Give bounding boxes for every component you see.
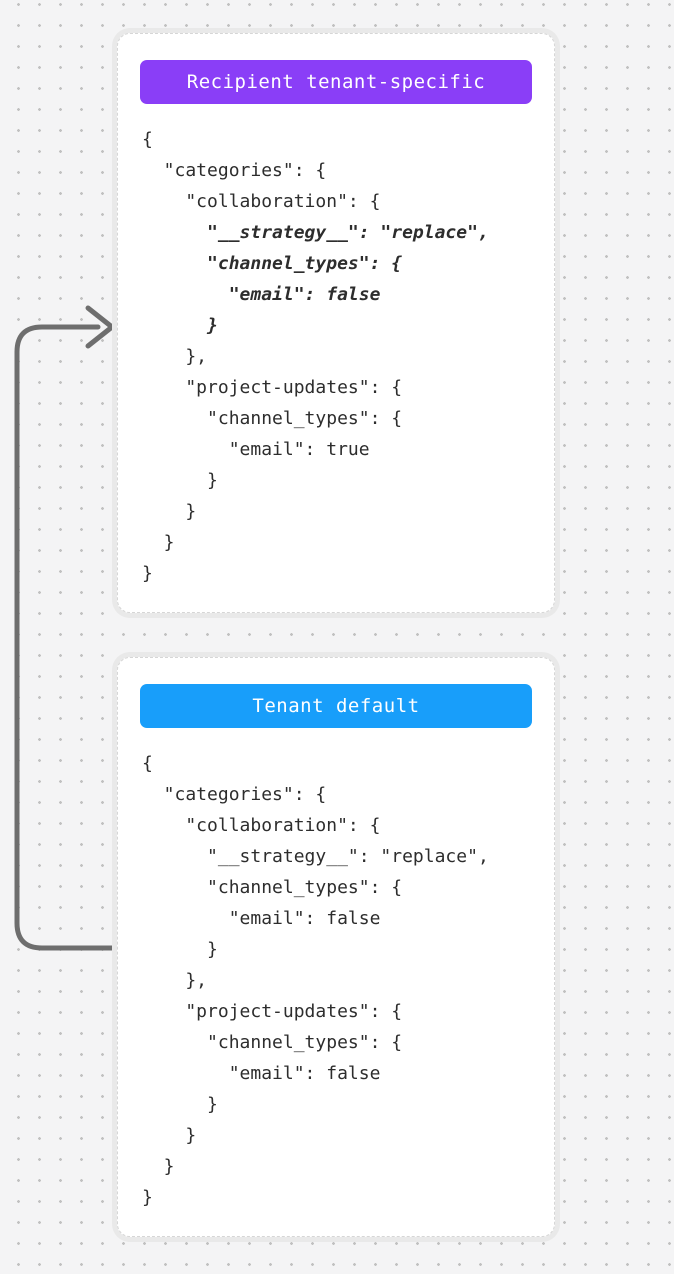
code-line: "email": false [142, 1063, 381, 1084]
recipient-tenant-specific-badge: Recipient tenant-specific [140, 60, 532, 104]
code-line: } [142, 1187, 153, 1208]
code-line: { [142, 753, 153, 774]
code-line: "project-updates": { [142, 377, 403, 398]
recipient-tenant-specific-card: Recipient tenant-specific { "categories"… [117, 33, 555, 613]
code-line: } [142, 563, 153, 584]
code-line: }, [142, 346, 208, 367]
code-line: } [142, 1125, 197, 1146]
code-line: { [142, 129, 153, 150]
code-line: } [142, 501, 197, 522]
recipient-tenant-specific-json: { "categories": { "collaboration": { "__… [140, 124, 532, 589]
code-line: "collaboration": { [142, 191, 381, 212]
code-line: "channel_types": { [142, 408, 403, 429]
code-line: "email": false [142, 908, 381, 929]
code-line: } [142, 470, 218, 491]
code-line: } [142, 532, 175, 553]
code-line: "channel_types": { [142, 253, 403, 274]
code-line: "categories": { [142, 784, 327, 805]
tenant-default-json: { "categories": { "collaboration": { "__… [140, 748, 532, 1213]
code-line: "email": true [142, 439, 370, 460]
code-line: "channel_types": { [142, 1032, 403, 1053]
code-line: "channel_types": { [142, 877, 403, 898]
tenant-default-badge: Tenant default [140, 684, 532, 728]
code-line: } [142, 1094, 218, 1115]
code-line: } [142, 939, 218, 960]
code-line: "email": false [142, 284, 381, 305]
tenant-default-card: Tenant default { "categories": { "collab… [117, 657, 555, 1237]
code-line: "__strategy__": "replace", [142, 222, 489, 243]
code-line: "project-updates": { [142, 1001, 403, 1022]
code-line: } [142, 1156, 175, 1177]
code-line: }, [142, 970, 208, 991]
code-line: "collaboration": { [142, 815, 381, 836]
code-line: } [142, 315, 218, 336]
code-line: "__strategy__": "replace", [142, 846, 489, 867]
code-line: "categories": { [142, 160, 327, 181]
